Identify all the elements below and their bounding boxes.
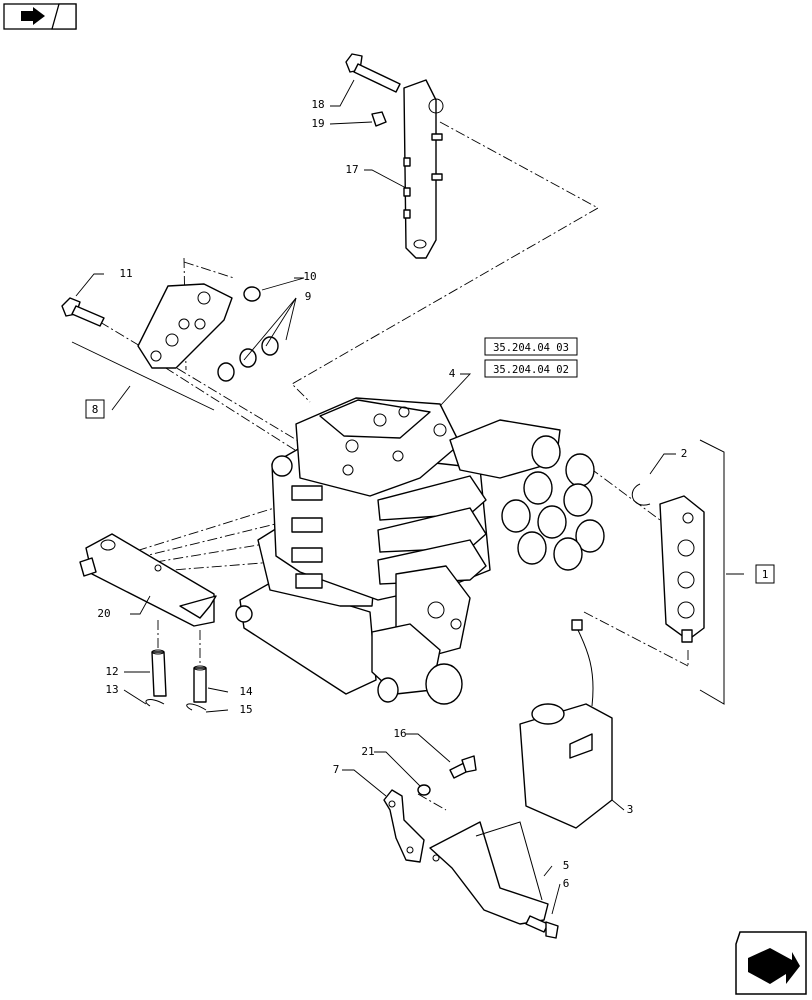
callout-label-5: 5 bbox=[563, 859, 570, 872]
callout-label-1: 1 bbox=[762, 568, 769, 581]
reference-box-b[interactable]: 35.204.04 02 bbox=[484, 359, 578, 378]
part-2-seal bbox=[631, 483, 651, 506]
part-11-screw bbox=[61, 297, 105, 327]
callout-numbers: 18 19 17 11 10 9 4 2 20 12 13 14 15 16 2… bbox=[97, 98, 687, 890]
callout-label-19: 19 bbox=[311, 117, 324, 130]
callout-label-13: 13 bbox=[105, 683, 118, 696]
callout-label-7: 7 bbox=[333, 763, 340, 776]
part-6-bolt bbox=[525, 915, 559, 939]
callout-label-6: 6 bbox=[563, 877, 570, 890]
couplers bbox=[377, 435, 605, 705]
callout-label-14: 14 bbox=[239, 685, 253, 698]
part-18-screw bbox=[345, 53, 401, 93]
part-1-module bbox=[659, 439, 725, 705]
callout-label-3: 3 bbox=[627, 803, 634, 816]
callout-label-20: 20 bbox=[97, 607, 110, 620]
callout-label-9: 9 bbox=[305, 290, 312, 303]
part-17-bracket bbox=[403, 79, 444, 259]
part-19-screw bbox=[371, 111, 387, 127]
callout-box-1[interactable]: 1 bbox=[755, 564, 775, 584]
leader-lines bbox=[71, 79, 744, 915]
callout-label-10: 10 bbox=[303, 270, 316, 283]
callout-label-18: 18 bbox=[311, 98, 324, 111]
previous-page-button[interactable] bbox=[3, 3, 77, 30]
callout-label-15: 15 bbox=[239, 703, 252, 716]
reference-text-b: 35.204.04 02 bbox=[493, 364, 569, 376]
callout-label-2: 2 bbox=[681, 447, 688, 460]
callout-label-4: 4 bbox=[449, 367, 456, 380]
callout-label-17: 17 bbox=[345, 163, 358, 176]
part-8-plate bbox=[137, 283, 233, 369]
next-page-button[interactable] bbox=[735, 931, 807, 995]
callout-label-16: 16 bbox=[393, 727, 406, 740]
reference-text-a: 35.204.04 03 bbox=[493, 342, 569, 354]
part-7-bracket bbox=[383, 789, 425, 863]
pins-and-clips bbox=[145, 649, 207, 711]
callout-label-11: 11 bbox=[119, 267, 132, 280]
callout-label-8: 8 bbox=[92, 403, 99, 416]
arrow-icon bbox=[21, 7, 45, 25]
part-21-washer bbox=[417, 784, 431, 796]
part-4-valve-block bbox=[235, 397, 561, 695]
part-20-bracket bbox=[79, 533, 217, 627]
return-arrow-icon bbox=[748, 948, 800, 984]
seals-9-10 bbox=[217, 286, 279, 382]
reference-box-a[interactable]: 35.204.04 03 bbox=[484, 337, 578, 356]
callout-label-12: 12 bbox=[105, 665, 118, 678]
valve-levers bbox=[291, 485, 323, 589]
part-16-bolt bbox=[449, 755, 477, 779]
callout-label-21: 21 bbox=[361, 745, 374, 758]
callout-box-8[interactable]: 8 bbox=[85, 399, 105, 419]
part-3-tank bbox=[519, 619, 613, 829]
part-5-strap bbox=[429, 821, 549, 925]
